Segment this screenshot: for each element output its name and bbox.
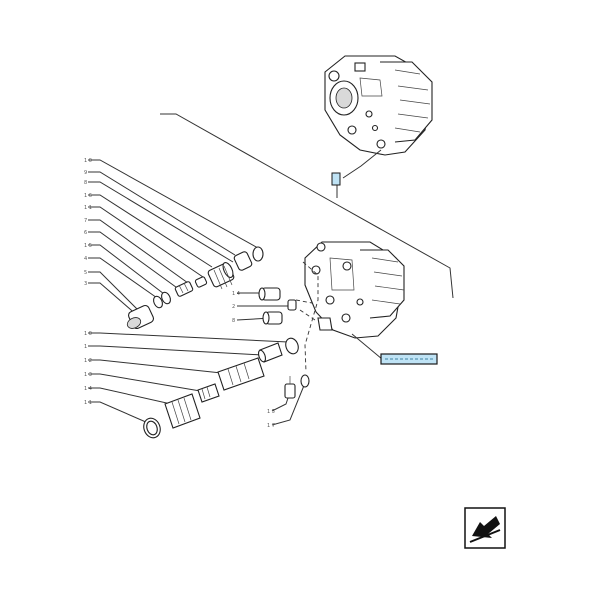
svg-text:8: 8 [84, 180, 87, 186]
svg-text:1 1: 1 1 [84, 400, 92, 406]
svg-text:1 2: 1 2 [84, 358, 92, 364]
assembly-guides [295, 261, 319, 373]
svg-text:5: 5 [84, 270, 87, 276]
svg-text:1 5: 1 5 [267, 409, 275, 415]
svg-text:7: 7 [84, 218, 87, 224]
bolt-and-washer [284, 374, 310, 399]
svg-text:1 0: 1 0 [84, 158, 92, 164]
svg-text:1 4: 1 4 [232, 291, 240, 297]
svg-text:1: 1 [84, 344, 87, 350]
callout-labels: 1 0 9 8 1 6 1 1 7 6 1 5 4 5 3 1 0 1 1 2 … [84, 158, 275, 429]
valve-stack-upper [126, 246, 264, 330]
pump-housing-middle [304, 241, 405, 339]
svg-text:1 5: 1 5 [84, 243, 92, 249]
pump-housing-top [324, 55, 433, 156]
svg-text:1 7: 1 7 [267, 423, 275, 429]
svg-text:8: 8 [232, 318, 235, 324]
svg-text:4: 4 [84, 256, 87, 262]
svg-text:1 0: 1 0 [84, 331, 92, 337]
arrow-return-icon[interactable] [464, 507, 506, 549]
small-parts-middle [258, 287, 297, 325]
svg-text:9: 9 [84, 170, 87, 176]
reference-box[interactable] [380, 353, 438, 365]
svg-text:1 3: 1 3 [84, 372, 92, 378]
valve-stack-lower [143, 337, 299, 439]
reference-marker-top[interactable] [331, 172, 341, 186]
svg-text:6: 6 [84, 230, 87, 236]
svg-text:1 1: 1 1 [84, 205, 92, 211]
svg-text:1 6: 1 6 [84, 193, 92, 199]
svg-text:2: 2 [232, 304, 235, 310]
leader-lines [88, 113, 454, 427]
svg-text:1 4: 1 4 [84, 386, 92, 392]
svg-text:3: 3 [84, 281, 87, 287]
